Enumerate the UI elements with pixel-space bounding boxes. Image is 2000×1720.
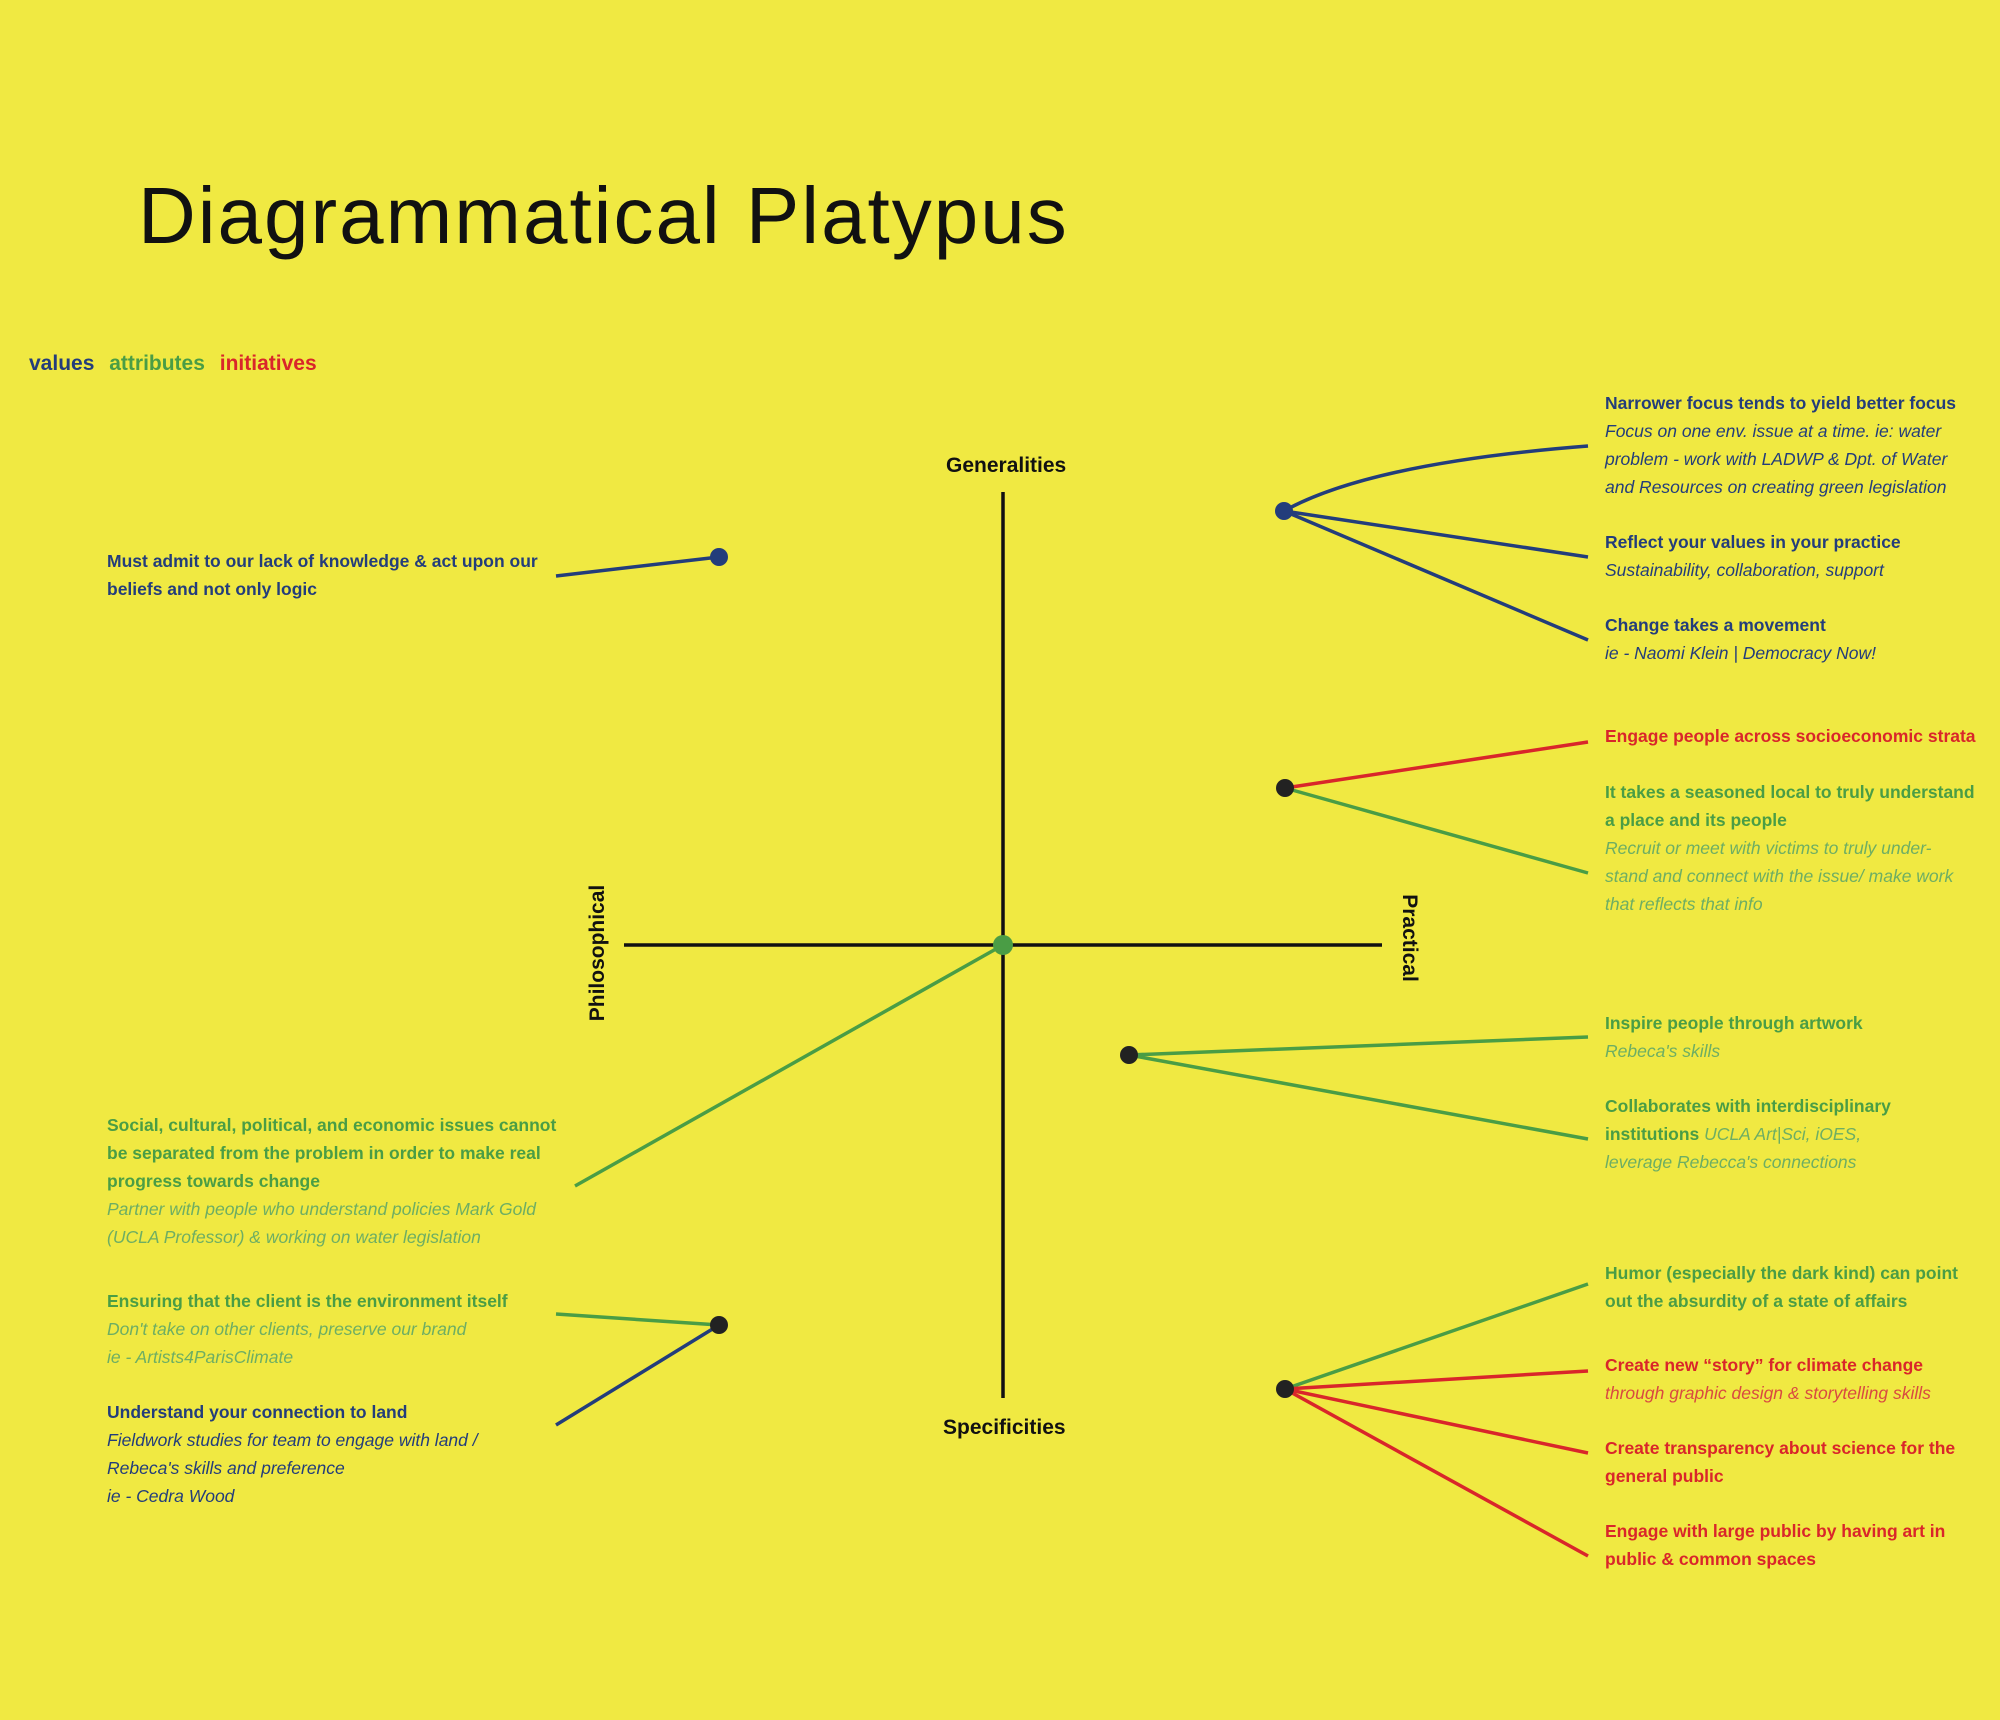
note-subtext: and Resources on creating green legislat… [1605,477,1947,497]
axis-label-philosophical: Philosophical [586,884,609,1022]
center-node [993,935,1013,955]
values-node-top-right [1275,502,1293,520]
note-heading: Narrower focus tends to yield better foc… [1605,393,1957,413]
note-heading: public & common spaces [1605,1549,1817,1569]
note-subtext: leverage Rebecca's connections [1605,1152,1857,1172]
connector-narrower-focus [1283,444,1589,513]
note-engage-strata: Engage people across socioeconomic strat… [1605,722,1976,750]
note-social-issues: Social, cultural, political, and economi… [107,1111,556,1251]
note-heading: beliefs and not only logic [107,579,318,599]
note-subtext: UCLA Art|Sci, iOES, [1704,1124,1862,1144]
note-heading: Create new “story” for climate change [1605,1355,1924,1375]
note-large-public: Engage with large public by having art i… [1605,1517,1945,1573]
note-heading: progress towards change [107,1171,320,1191]
connector-client-environment [555,1312,720,1327]
note-collaborates: Collaborates with interdisciplinary inst… [1605,1092,1891,1176]
note-narrower-focus: Narrower focus tends to yield better foc… [1605,389,1956,501]
note-subtext: Rebeca's skills and preference [107,1458,345,1478]
node-right-upper [1276,779,1294,797]
connector-seasoned-local [1284,786,1589,875]
note-heading: a place and its people [1605,810,1787,830]
connector-new-story [1284,1369,1589,1391]
connector-reflect-values [1283,509,1589,559]
note-subtext: ie - Artists4ParisClimate [107,1347,294,1367]
note-seasoned-local: It takes a seasoned local to truly under… [1605,778,1975,918]
note-subtext: stand and connect with the issue/ make w… [1605,866,1954,886]
note-heading: be separated from the problem in order t… [107,1143,541,1163]
note-subtext: Sustainability, collaboration, support [1605,560,1884,580]
node-left-bottom [710,1316,728,1334]
note-subtext: problem - work with LADWP & Dpt. of Wate… [1605,449,1948,469]
note-heading: Humor (especially the dark kind) can poi… [1605,1263,1958,1283]
connector-inspire-artwork [1128,1035,1589,1057]
note-heading: Reflect your values in your practice [1605,532,1901,552]
note-heading: Inspire people through artwork [1605,1013,1863,1033]
note-subtext: Don't take on other clients, preserve ou… [107,1319,467,1339]
note-heading: institutions [1605,1124,1700,1144]
note-subtext: Partner with people who understand polic… [107,1199,536,1219]
note-subtext: Focus on one env. issue at a time. ie: w… [1605,421,1942,441]
connector-large-public [1284,1387,1589,1558]
connector-humor [1284,1282,1589,1391]
note-subtext: Fieldwork studies for team to engage wit… [107,1430,478,1450]
note-inspire-artwork: Inspire people through artwork Rebeca's … [1605,1009,1863,1065]
note-subtext: Recruit or meet with victims to truly un… [1605,838,1932,858]
note-heading: Create transparency about science for th… [1605,1438,1956,1458]
note-heading: Ensuring that the client is the environm… [107,1291,508,1311]
note-connection-land: Understand your connection to land Field… [107,1398,478,1510]
note-subtext: Rebeca's skills [1605,1041,1721,1061]
connector-transparency [1284,1387,1589,1455]
note-heading: Must admit to our lack of knowledge & ac… [107,551,538,571]
legend-initiatives: initiatives [219,352,317,375]
connector-connection-land [555,1323,720,1427]
node-right-middle [1120,1046,1138,1064]
note-subtext: through graphic design & storytelling sk… [1605,1383,1931,1403]
values-node-left [710,548,728,566]
connector-social-issues [574,943,1004,1188]
note-heading: Change takes a movement [1605,615,1826,635]
legend-attributes: attributes [109,352,205,375]
connector-collaborates [1128,1053,1589,1141]
legend-values: values [29,352,95,375]
note-humor: Humor (especially the dark kind) can poi… [1605,1259,1958,1315]
legend: values attributes initiatives [29,352,326,376]
connector-admit-knowledge [555,555,720,578]
page-title: Diagrammatical Platypus [138,171,1069,260]
note-heading: out the absurdity of a state of affairs [1605,1291,1908,1311]
note-heading: It takes a seasoned local to truly under… [1605,782,1975,802]
note-admit-knowledge: Must admit to our lack of knowledge & ac… [107,547,538,603]
connector-engage-strata [1284,740,1589,790]
node-right-bottom [1276,1380,1294,1398]
note-subtext: that reflects that info [1605,894,1763,914]
note-new-story: Create new “story” for climate change th… [1605,1351,1931,1407]
note-reflect-values: Reflect your values in your practice Sus… [1605,528,1901,584]
note-client-environment: Ensuring that the client is the environm… [107,1287,508,1371]
axis-label-generalities: Generalities [946,454,1067,477]
note-heading: Engage people across socioeconomic strat… [1605,726,1976,746]
note-subtext: ie - Naomi Klein | Democracy Now! [1605,643,1877,663]
note-subtext: ie - Cedra Wood [107,1486,235,1506]
note-heading: general public [1605,1466,1724,1486]
note-heading: Understand your connection to land [107,1402,408,1422]
note-heading: Collaborates with interdisciplinary [1605,1096,1891,1116]
note-change-movement: Change takes a movement ie - Naomi Klein… [1605,611,1876,667]
note-transparency: Create transparency about science for th… [1605,1434,1955,1490]
note-heading: Social, cultural, political, and economi… [107,1115,557,1135]
connector-change-movement [1283,509,1589,642]
axis-label-specificities: Specificities [943,1416,1066,1439]
note-subtext: (UCLA Professor) & working on water legi… [107,1227,481,1247]
note-heading: Engage with large public by having art i… [1605,1521,1946,1541]
axis-label-practical: Practical [1398,894,1421,982]
